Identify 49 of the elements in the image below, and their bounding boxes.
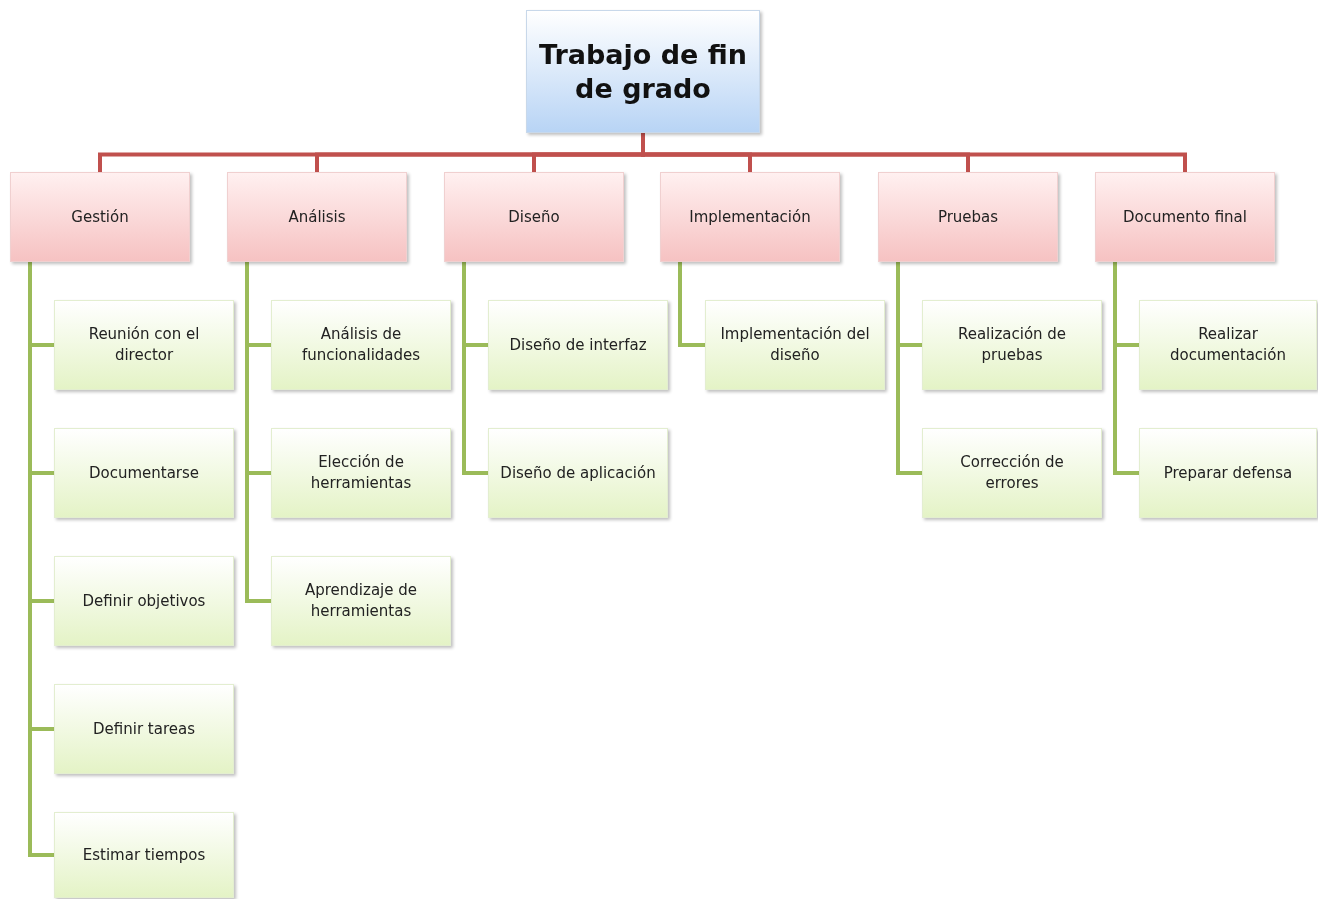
task-box	[488, 428, 668, 518]
node-label: Definir tareas	[93, 718, 195, 740]
node-label: Realizar documentación	[1169, 324, 1287, 366]
node-label: Estimar tiempos	[82, 844, 206, 866]
task-box	[271, 300, 451, 390]
task-box	[271, 428, 451, 518]
node-label: Implementación del diseño	[719, 324, 871, 366]
node-label: Implementación	[689, 206, 811, 228]
task-box	[922, 300, 1102, 390]
task-box	[54, 300, 234, 390]
connector-line	[462, 262, 488, 475]
node-label: Realización de pruebas	[956, 324, 1068, 366]
node-label: Diseño de interfaz	[509, 334, 647, 356]
task-box	[54, 812, 234, 898]
task-box	[705, 300, 885, 390]
node-label: Aprendizaje de herramientas	[304, 580, 418, 622]
node-label: Preparar defensa	[1163, 462, 1293, 484]
task-box	[54, 684, 234, 774]
connector-line	[678, 262, 705, 347]
connector-line	[245, 262, 271, 603]
connector-line	[1113, 262, 1139, 475]
node-label: Documento final	[1123, 206, 1247, 228]
task-box	[922, 428, 1102, 518]
phase-box	[444, 172, 624, 262]
node-label: Corrección de errores	[959, 452, 1065, 494]
node-label: Diseño	[508, 206, 560, 228]
node-label: Elección de herramientas	[309, 452, 413, 494]
task-box	[1139, 428, 1317, 518]
connector-line	[896, 262, 922, 475]
node-label: Documentarse	[88, 462, 200, 484]
phase-box	[878, 172, 1058, 262]
node-label: Análisis de funcionalidades	[300, 324, 422, 366]
node-label: Gestión	[71, 206, 129, 228]
node-label: Trabajo de fin de grado	[538, 37, 748, 106]
node-label: Análisis	[288, 206, 346, 228]
root-box	[526, 10, 760, 133]
task-box	[54, 556, 234, 646]
phase-box	[10, 172, 190, 262]
task-box	[54, 428, 234, 518]
task-box	[271, 556, 451, 646]
node-label: Pruebas	[937, 206, 999, 228]
node-label: Diseño de aplicación	[500, 462, 656, 484]
task-box	[1139, 300, 1317, 390]
node-label: Definir objetivos	[82, 590, 206, 612]
task-box	[488, 300, 668, 390]
phase-box	[660, 172, 840, 262]
node-label: Reunión con el director	[87, 324, 201, 366]
phase-box	[227, 172, 407, 262]
phase-box	[1095, 172, 1275, 262]
